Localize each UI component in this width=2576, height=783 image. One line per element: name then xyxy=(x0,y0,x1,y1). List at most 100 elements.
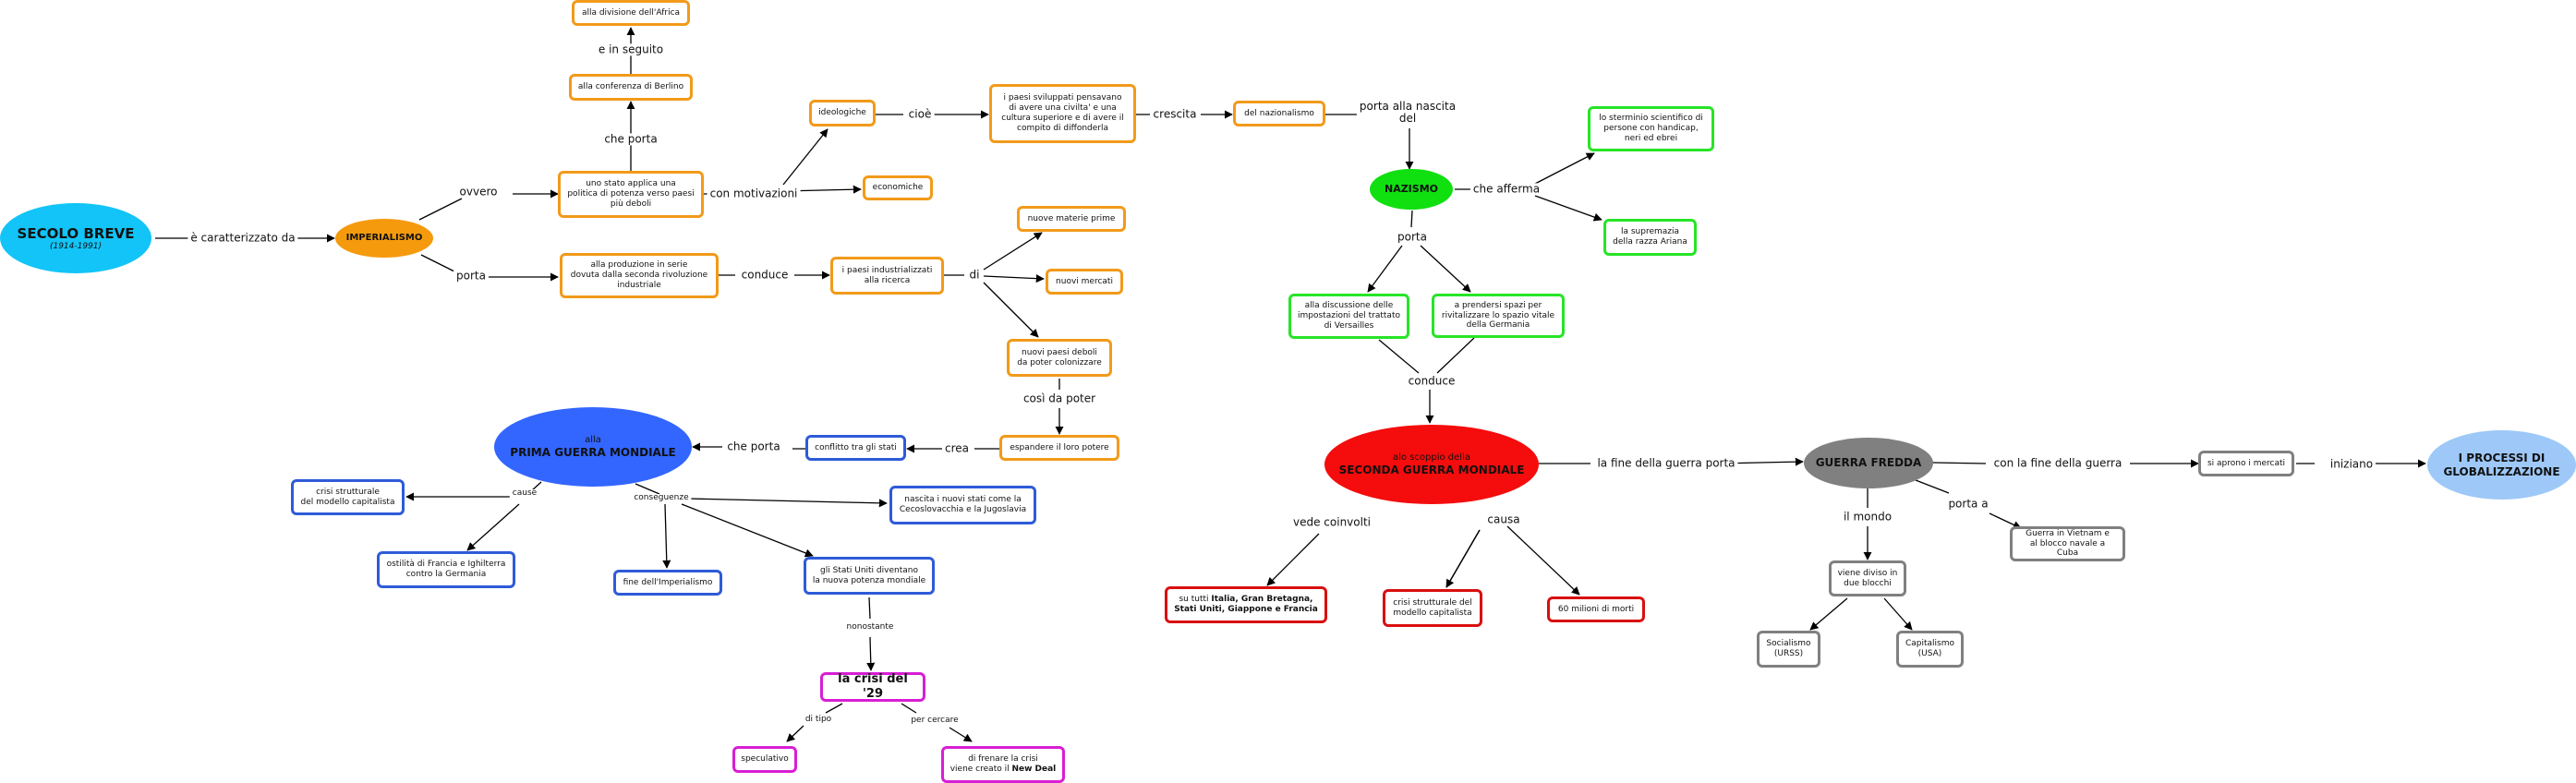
nazionalismo-node[interactable]: del nazionalismo xyxy=(1233,101,1325,126)
seconda-guerra-prefix: alo scoppio della xyxy=(1393,452,1470,463)
ideologiche-node[interactable]: ideologiche xyxy=(809,100,876,126)
coinvolti-text: su tutti Italia, Gran Bretagna, Stati Un… xyxy=(1174,595,1318,614)
socialismo-node[interactable]: Socialismo (URSS) xyxy=(1757,631,1820,668)
link-cause-ostilita xyxy=(466,503,520,551)
ostilita-node[interactable]: ostilità di Francia e Ighilterra contro … xyxy=(377,551,515,588)
link-porta-versailles xyxy=(1367,245,1403,293)
link-di-mercati xyxy=(983,274,1045,283)
link-causa-crisi xyxy=(1445,529,1481,588)
link-di-materie xyxy=(983,232,1043,271)
link-fredda-vietnam xyxy=(1915,479,2021,528)
nazismo-label: NAZISMO xyxy=(1384,183,1438,196)
new-deal-text: di frenare la crisi viene creato il New … xyxy=(949,754,1057,774)
nuovi-mercati-node[interactable]: nuovi mercati xyxy=(1046,269,1123,295)
link-conseguenze-usa xyxy=(681,503,814,558)
label-con-fine-guerra: con la fine della guerra xyxy=(1990,457,2125,470)
secolo-breve-title: SECOLO BREVE xyxy=(17,224,135,242)
coinvolti-node[interactable]: su tutti Italia, Gran Bretagna, Stati Un… xyxy=(1165,586,1327,623)
seconda-guerra-title: SECONDA GUERRA MONDIALE xyxy=(1338,463,1525,476)
nascita-stati-node[interactable]: nascita i nuovi stati come la Cecoslovac… xyxy=(889,486,1036,524)
prima-guerra-prefix: alla xyxy=(585,434,601,445)
label-di: di xyxy=(966,269,983,282)
new-deal-node[interactable]: di frenare la crisi viene creato il New … xyxy=(941,746,1065,783)
seconda-guerra-node[interactable]: alo scoppio della SECONDA GUERRA MONDIAL… xyxy=(1324,425,1539,504)
link-blocchi-socialismo xyxy=(1809,597,1848,631)
diviso-blocchi-node[interactable]: viene diviso in due blocchi xyxy=(1829,560,1906,596)
supremazia-node[interactable]: la supremazia della razza Ariana xyxy=(1603,219,1697,256)
nuove-materie-node[interactable]: nuove materie prime xyxy=(1017,206,1126,232)
link-afferma-supremazia xyxy=(1534,195,1602,222)
label-caratterizzato: è caratterizzato da xyxy=(187,232,298,245)
link-imperialismo-stato xyxy=(418,194,558,221)
crisi-strutturale-1-node[interactable]: crisi strutturale del modello capitalist… xyxy=(291,479,405,515)
link-crisi29-percercare xyxy=(901,703,972,741)
prima-guerra-node[interactable]: alla PRIMA GUERRA MONDIALE xyxy=(494,407,692,487)
label-porta-nascita: porta alla nascita del xyxy=(1356,100,1459,126)
imperialismo-label: IMPERIALISMO xyxy=(345,233,423,243)
label-conduce-2: conduce xyxy=(1405,375,1458,388)
link-nazismo-porta xyxy=(1410,210,1413,228)
prima-guerra-title: PRIMA GUERRA MONDIALE xyxy=(510,445,676,459)
morti-node[interactable]: 60 milioni di morti xyxy=(1547,596,1645,622)
spazi-vitali-node[interactable]: a prendersi spazi per rivitalizzare lo s… xyxy=(1432,294,1565,338)
link-spazi-conduce xyxy=(1436,337,1475,374)
label-il-mondo: il mondo xyxy=(1840,511,1895,524)
label-fine-guerra-porta: la fine della guerra porta xyxy=(1594,457,1738,470)
imperialismo-node[interactable]: IMPERIALISMO xyxy=(335,219,433,258)
stati-uniti-potenza-node[interactable]: gli Stati Uniti diventano la nuova poten… xyxy=(804,557,935,595)
label-ovvero: ovvero xyxy=(456,186,501,199)
label-nonostante: nonostante xyxy=(843,622,897,632)
nuovi-paesi-deboli-node[interactable]: nuovi paesi deboli da poter colonizzare xyxy=(1007,339,1112,377)
link-blocchi-capitalismo xyxy=(1883,597,1913,631)
label-cioe: cioè xyxy=(905,108,935,121)
secolo-breve-dates: (1914-1991) xyxy=(49,241,103,251)
link-porta-spazi xyxy=(1420,245,1471,293)
crisi-strutturale-2-node[interactable]: crisi strutturale del modello capitalist… xyxy=(1383,589,1482,627)
paesi-sviluppati-node[interactable]: i paesi sviluppati pensavano di avere un… xyxy=(989,84,1136,143)
stato-potenza-node[interactable]: uno stato applica una politica di potenz… xyxy=(558,171,704,218)
capitalismo-node[interactable]: Capitalismo (USA) xyxy=(1896,631,1964,668)
link-causa-morti xyxy=(1506,525,1580,596)
link-stato-ideologiche xyxy=(703,129,828,195)
produzione-serie-node[interactable]: alla produzione in serie dovuta dalla se… xyxy=(560,253,719,298)
link-imperialismo-produzione xyxy=(420,254,558,277)
label-crescita: crescita xyxy=(1150,108,1200,121)
label-causa: causa xyxy=(1484,513,1523,526)
link-conflitto-prima xyxy=(693,447,805,449)
conflitto-node[interactable]: conflitto tra gli stati xyxy=(805,435,906,461)
nazismo-node[interactable]: NAZISMO xyxy=(1370,169,1453,210)
divisione-africa-node[interactable]: alla divisione dell'Africa xyxy=(572,0,690,26)
globalizzazione-node[interactable]: I PROCESSI DI GLOBALIZZAZIONE xyxy=(2427,430,2576,500)
espandere-potere-node[interactable]: espandere il loro potere xyxy=(999,435,1119,461)
sterminio-node[interactable]: lo sterminio scientifico di persone con … xyxy=(1588,106,1714,151)
link-nazionalismo-nazismo xyxy=(1325,114,1409,169)
label-vede-coinvolti: vede coinvolti xyxy=(1290,516,1373,529)
label-cosi-da-poter: così da poter xyxy=(1020,392,1099,405)
conferenza-berlino-node[interactable]: alla conferenza di Berlino xyxy=(569,74,693,101)
vietnam-cuba-node[interactable]: Guerra in Vietnam e al blocco navale a C… xyxy=(2010,526,2125,561)
link-versailles-conduce xyxy=(1378,339,1420,374)
fine-imperialismo-node[interactable]: fine dell'Imperialismo xyxy=(613,570,722,596)
link-fredda-mercati xyxy=(1931,463,2198,464)
paesi-industrializzati-node[interactable]: i paesi industrializzati alla ricerca xyxy=(830,257,944,295)
guerra-fredda-node[interactable]: GUERRA FREDDA xyxy=(1804,438,1933,488)
mercati-aperti-node[interactable]: si aprono i mercati xyxy=(2198,451,2294,476)
speculativo-node[interactable]: speculativo xyxy=(732,746,797,773)
versailles-node[interactable]: alla discussione delle impostazioni del … xyxy=(1288,294,1409,339)
label-conduce-1: conduce xyxy=(738,269,792,282)
label-di-tipo: di tipo xyxy=(802,715,835,725)
label-porta-a: porta a xyxy=(1945,498,1991,511)
label-porta-naz: porta xyxy=(1395,231,1430,244)
label-per-cercare: per cercare xyxy=(908,716,961,726)
secolo-breve-node[interactable]: SECOLO BREVE (1914-1991) xyxy=(0,203,151,273)
label-che-porta: che porta xyxy=(601,133,660,146)
link-conseguenze-fine xyxy=(662,503,671,569)
link-usa-crisi29 xyxy=(869,596,871,670)
label-che-porta-2: che porta xyxy=(724,440,783,453)
link-prima-conseguenze xyxy=(635,483,660,495)
label-cause: cause xyxy=(509,488,540,499)
label-conseguenze: conseguenze xyxy=(631,493,692,503)
economiche-node[interactable]: economiche xyxy=(863,175,933,200)
crisi-29-node[interactable]: la crisi del '29 xyxy=(820,672,925,702)
